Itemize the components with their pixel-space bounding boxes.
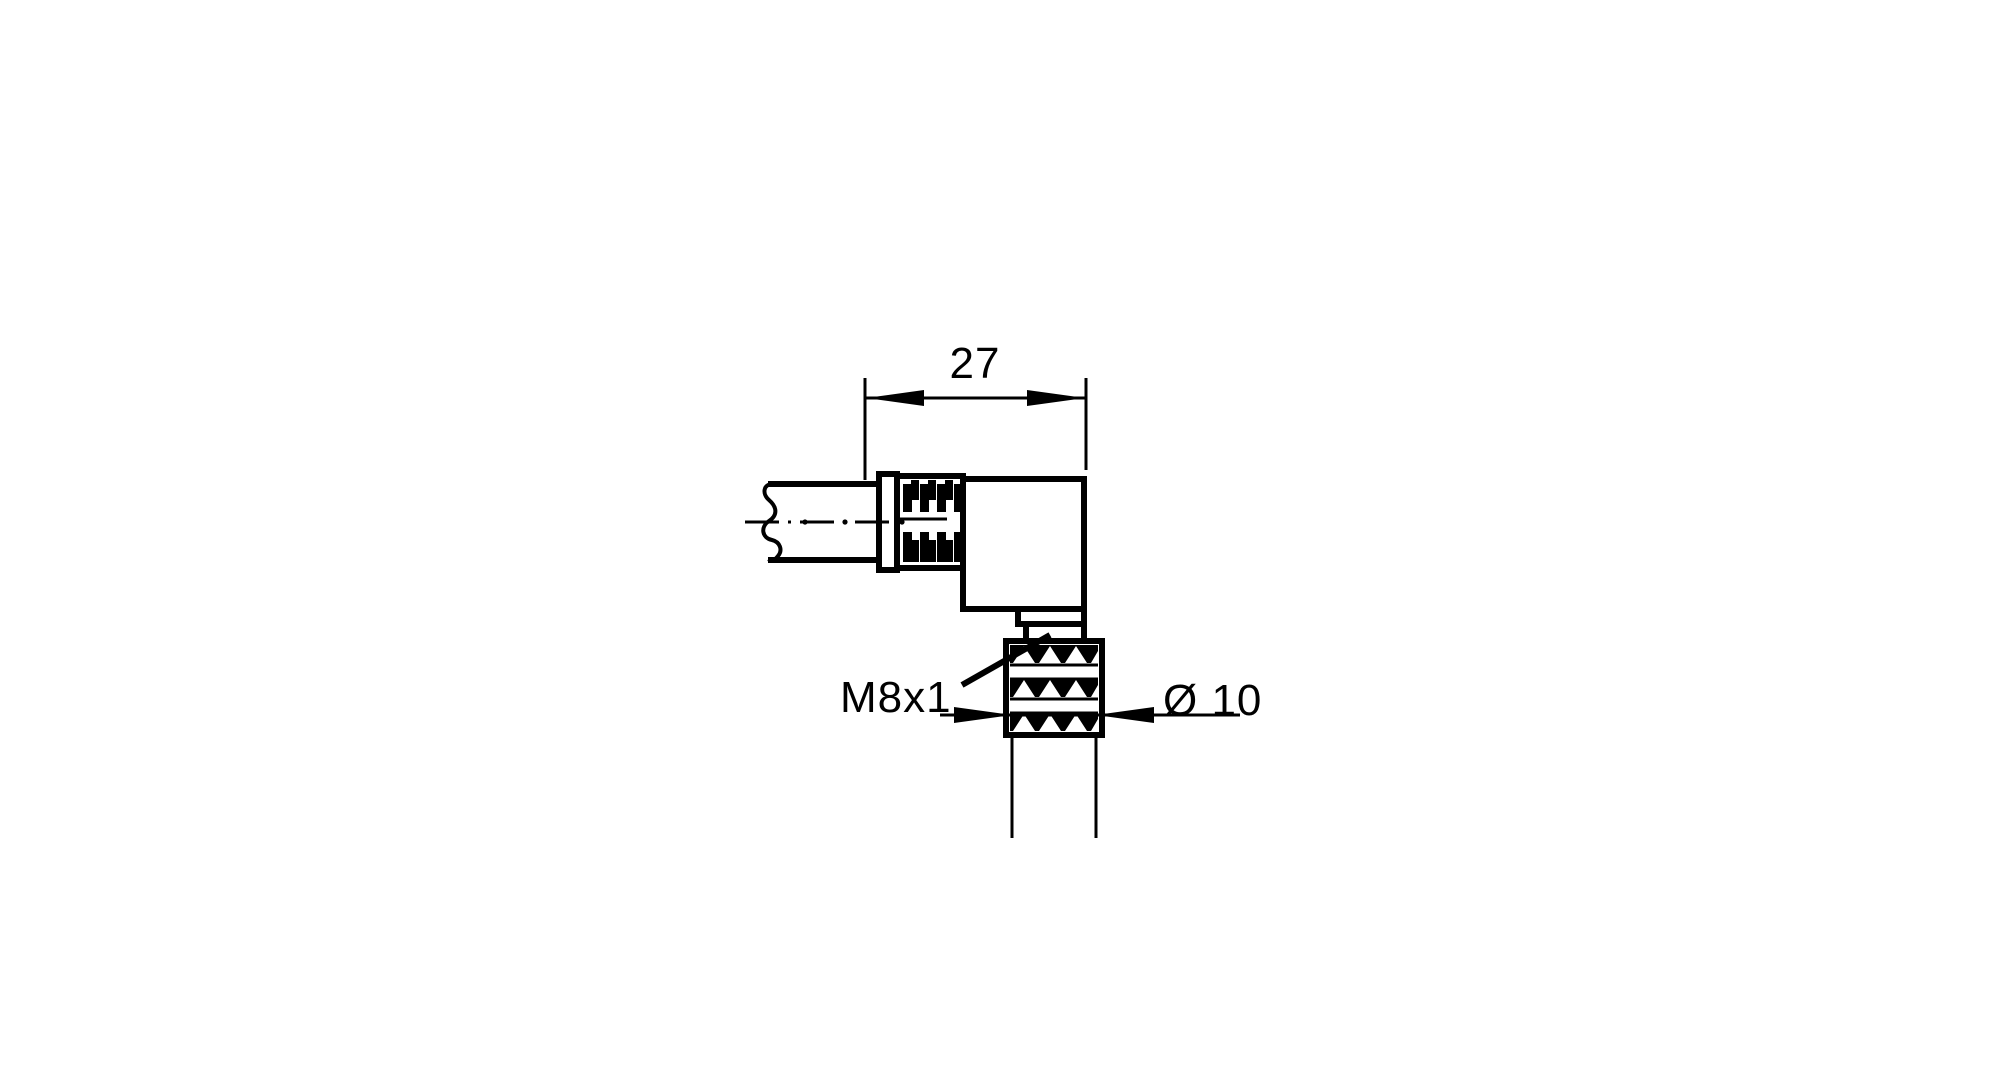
rib-slot: [911, 480, 919, 500]
shaft-group: [1010, 735, 1098, 838]
nut-plain-band: [1010, 701, 1098, 711]
break-squiggle: [761, 481, 783, 563]
knurl-teeth: [1013, 714, 1098, 731]
knurl-band-3: [1010, 713, 1098, 731]
knurled-nut-group: [1003, 638, 1105, 738]
rib-slot: [945, 540, 953, 562]
rib-slot: [928, 480, 936, 500]
centerline-dot: [802, 519, 808, 525]
dia10-arrow-left: [954, 707, 1012, 723]
rib-slot: [954, 532, 961, 562]
rib-slot: [928, 540, 936, 562]
dimension-dia10-group: Ø 10: [940, 676, 1262, 725]
nut-plain-band: [1010, 667, 1098, 677]
strain-relief-group: [876, 471, 966, 573]
connector-body-outline: [960, 476, 1087, 612]
connector-body-group: [960, 476, 1087, 616]
rib-slot: [920, 484, 929, 512]
collar-group: [1015, 606, 1087, 644]
knurl-teeth: [1013, 680, 1098, 697]
rib-slot: [903, 484, 912, 512]
thread-callout-label: M8x1: [840, 673, 952, 722]
knurl-band-2: [1010, 679, 1098, 697]
rib-slot: [937, 484, 946, 512]
centerline-dot: [842, 519, 848, 525]
rib-slot: [954, 484, 961, 512]
thread-callout-leader-line: [960, 632, 1052, 688]
dim27-arrow-left: [866, 390, 924, 406]
rib-slot: [903, 532, 912, 562]
rib-slot: [920, 532, 929, 562]
rib-slot: [937, 532, 946, 562]
rib-slot: [945, 480, 953, 500]
knurled-nut-outline: [1003, 638, 1105, 738]
dia10-label: Ø 10: [1163, 676, 1262, 725]
centerline-dot: [899, 519, 905, 525]
knurl-teeth: [1013, 646, 1098, 663]
rib-slot: [911, 540, 919, 562]
dim27-label: 27: [950, 339, 1001, 388]
dim27-arrow-right: [1027, 390, 1085, 406]
dia10-arrow-right: [1096, 707, 1154, 723]
cable-break-symbol: [761, 481, 783, 563]
dimension-27-group: 27: [863, 339, 1088, 480]
knurl-band-1: [1010, 645, 1098, 663]
thread-callout-group: M8x1: [840, 632, 1052, 722]
